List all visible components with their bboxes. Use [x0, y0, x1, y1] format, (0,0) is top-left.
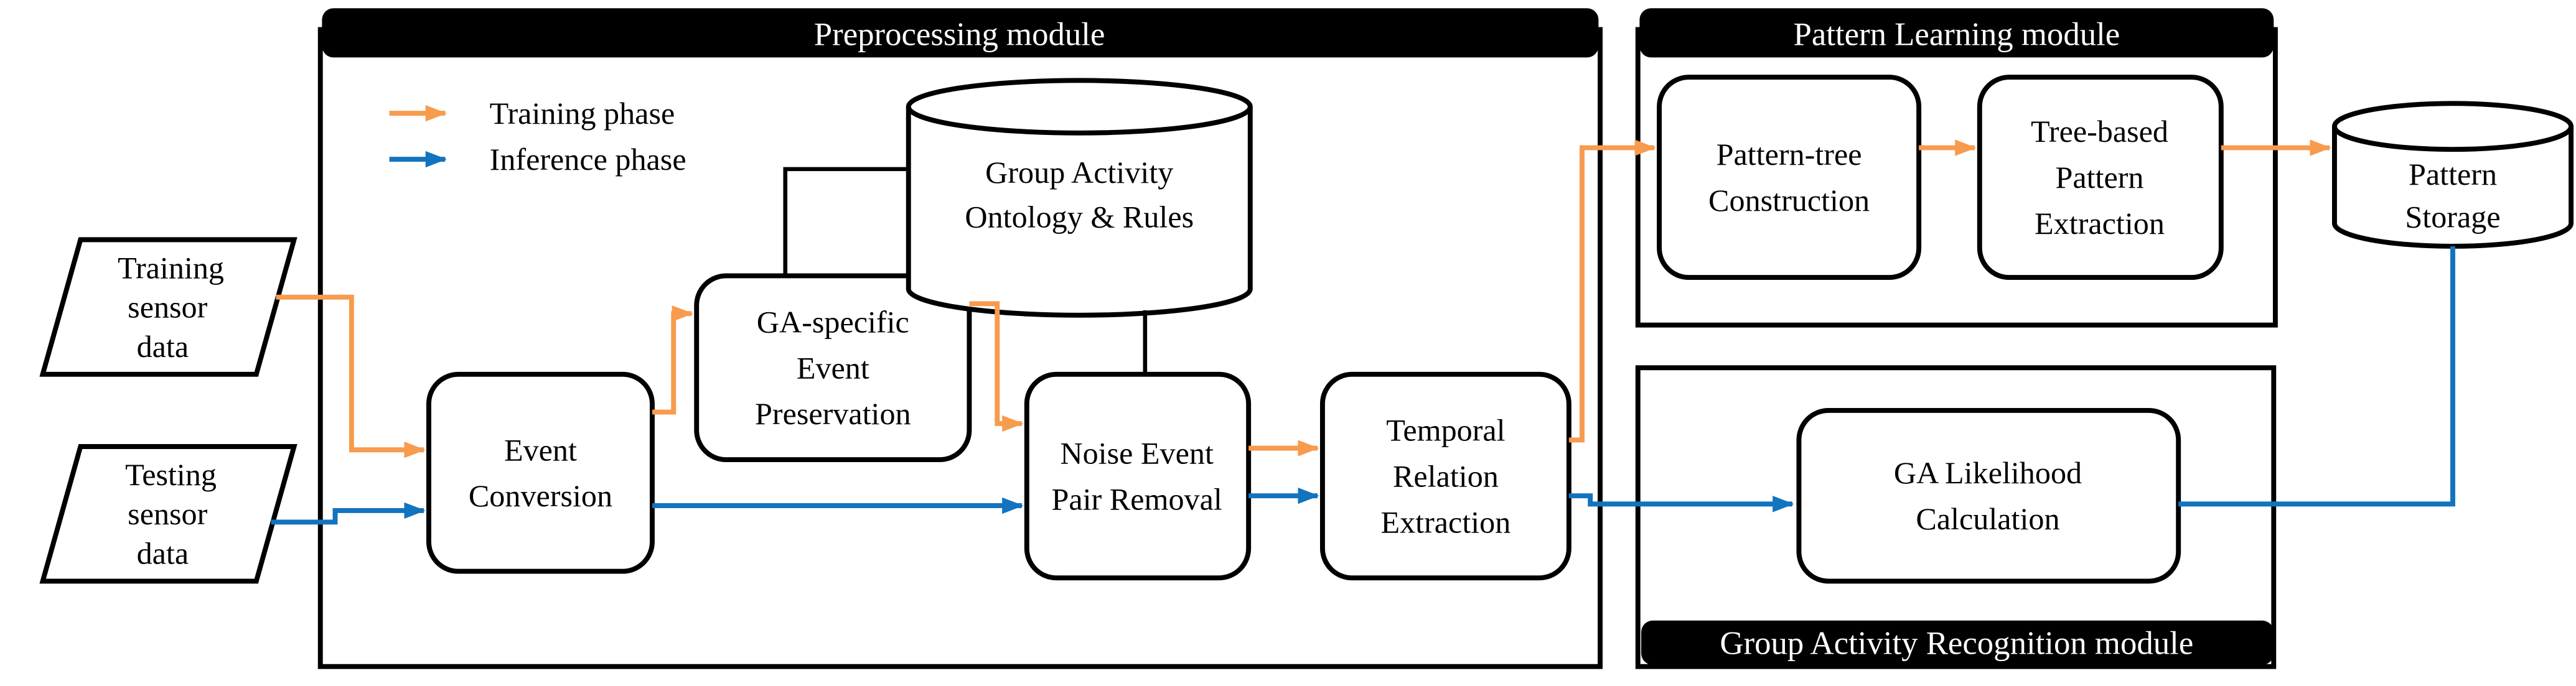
pattern-storage-cylinder-top: [2331, 101, 2574, 152]
ga-likelihood-label: Calculation: [1916, 501, 2059, 536]
node-pattern-storage: Pattern Storage: [2331, 101, 2574, 249]
arrow-training-to-event-conversion: [276, 294, 426, 458]
pattern-tree-label: Construction: [1708, 183, 1870, 218]
pattern-tree-shape: [1657, 75, 1922, 280]
arrow-event-conversion-to-ga-specific: [652, 305, 693, 415]
ga-specific-shape: [694, 273, 972, 463]
event-conversion-label: Event: [504, 432, 577, 467]
ga-likelihood-shape: [1796, 407, 2181, 584]
preprocessing-module: Preprocessing module: [317, 8, 1603, 669]
legend: Training phase Inference phase: [389, 96, 686, 177]
pattern-learning-module-title: Pattern Learning module: [1793, 16, 2120, 52]
temporal-label: Temporal: [1386, 413, 1505, 448]
pattern-storage-label: Storage: [2405, 199, 2500, 234]
testing-data-label: sensor: [128, 496, 207, 531]
arrow-testing-to-event-conversion: [271, 502, 426, 525]
node-group-activity-ontology: Group Activity Ontology & Rules: [906, 78, 1253, 318]
ontology-label: Group Activity: [985, 155, 1173, 190]
ontology-label: Ontology & Rules: [965, 199, 1194, 234]
noise-removal-label: Noise Event: [1060, 436, 1214, 471]
node-testing-sensor-data: Testing sensor data: [39, 444, 297, 584]
ontology-cylinder-top: [906, 78, 1253, 136]
testing-data-label: Testing: [125, 457, 217, 492]
pattern-learning-module: Pattern Learning module: [1635, 8, 2278, 328]
temporal-label: Extraction: [1380, 504, 1510, 539]
training-flow: [276, 139, 2331, 458]
testing-data-shape: [39, 444, 297, 584]
pattern-storage-label: Pattern: [2409, 157, 2497, 192]
tree-based-label: Extraction: [2035, 206, 2165, 241]
legend-inference-label: Inference phase: [490, 142, 686, 177]
noise-removal-shape: [1024, 371, 1252, 581]
inference-flow: [271, 246, 2455, 525]
training-data-shape: [39, 237, 297, 377]
node-training-sensor-data: Training sensor data: [39, 237, 297, 377]
node-temporal-relation-extraction: Temporal Relation Extraction: [1319, 371, 1571, 581]
ontology-cylinder-body: [906, 106, 1253, 318]
arrow-temporal-to-ga-likelihood: [1568, 493, 1794, 512]
gar-module-title: Group Activity Recognition module: [1720, 626, 2193, 662]
node-event-conversion: Event Conversion: [426, 371, 655, 574]
training-data-label: Training: [118, 250, 224, 285]
training-data-label: data: [137, 329, 189, 364]
line-pattern-storage-to-ga-likelihood: [2178, 246, 2455, 507]
tree-based-label: Tree-based: [2031, 114, 2168, 149]
tree-based-label: Pattern: [2055, 160, 2143, 195]
gar-module-border: [1635, 365, 2277, 669]
preprocessing-module-title: Preprocessing module: [814, 16, 1105, 52]
legend-training-label: Training phase: [490, 96, 675, 131]
pattern-tree-label: Pattern-tree: [1717, 137, 1862, 172]
event-conversion-shape: [426, 371, 655, 574]
gar-module: Group Activity Recognition module: [1635, 365, 2277, 669]
node-noise-event-pair-removal: Noise Event Pair Removal: [1024, 371, 1252, 581]
event-conversion-label: Conversion: [469, 478, 612, 513]
ga-specific-label: Event: [797, 350, 869, 385]
ga-likelihood-label: GA Likelihood: [1894, 455, 2082, 490]
noise-removal-label: Pair Removal: [1051, 481, 1222, 516]
preprocessing-module-header: [322, 8, 1599, 58]
temporal-label: Relation: [1393, 458, 1499, 493]
arrow-ga-specific-to-noise-removal: [969, 301, 1024, 432]
gar-module-header: [1641, 620, 2274, 665]
testing-data-label: data: [137, 536, 189, 571]
node-tree-based-pattern-extraction: Tree-based Pattern Extraction: [1977, 75, 2224, 280]
ga-specific-label: Preservation: [755, 396, 911, 431]
tree-based-shape: [1977, 75, 2224, 280]
pattern-learning-module-header: [1639, 8, 2274, 58]
ga-specific-label: GA-specific: [757, 304, 909, 339]
arrow-temporal-to-pattern-tree: [1568, 139, 1656, 443]
connector-ontology-to-ga-specific: [783, 167, 909, 276]
temporal-shape: [1319, 371, 1571, 581]
node-pattern-tree-construction: Pattern-tree Construction: [1657, 75, 1922, 280]
node-ga-likelihood-calculation: GA Likelihood Calculation: [1796, 407, 2181, 584]
node-ga-specific-event-preservation: GA-specific Event Preservation: [694, 273, 972, 463]
training-data-label: sensor: [128, 290, 207, 325]
